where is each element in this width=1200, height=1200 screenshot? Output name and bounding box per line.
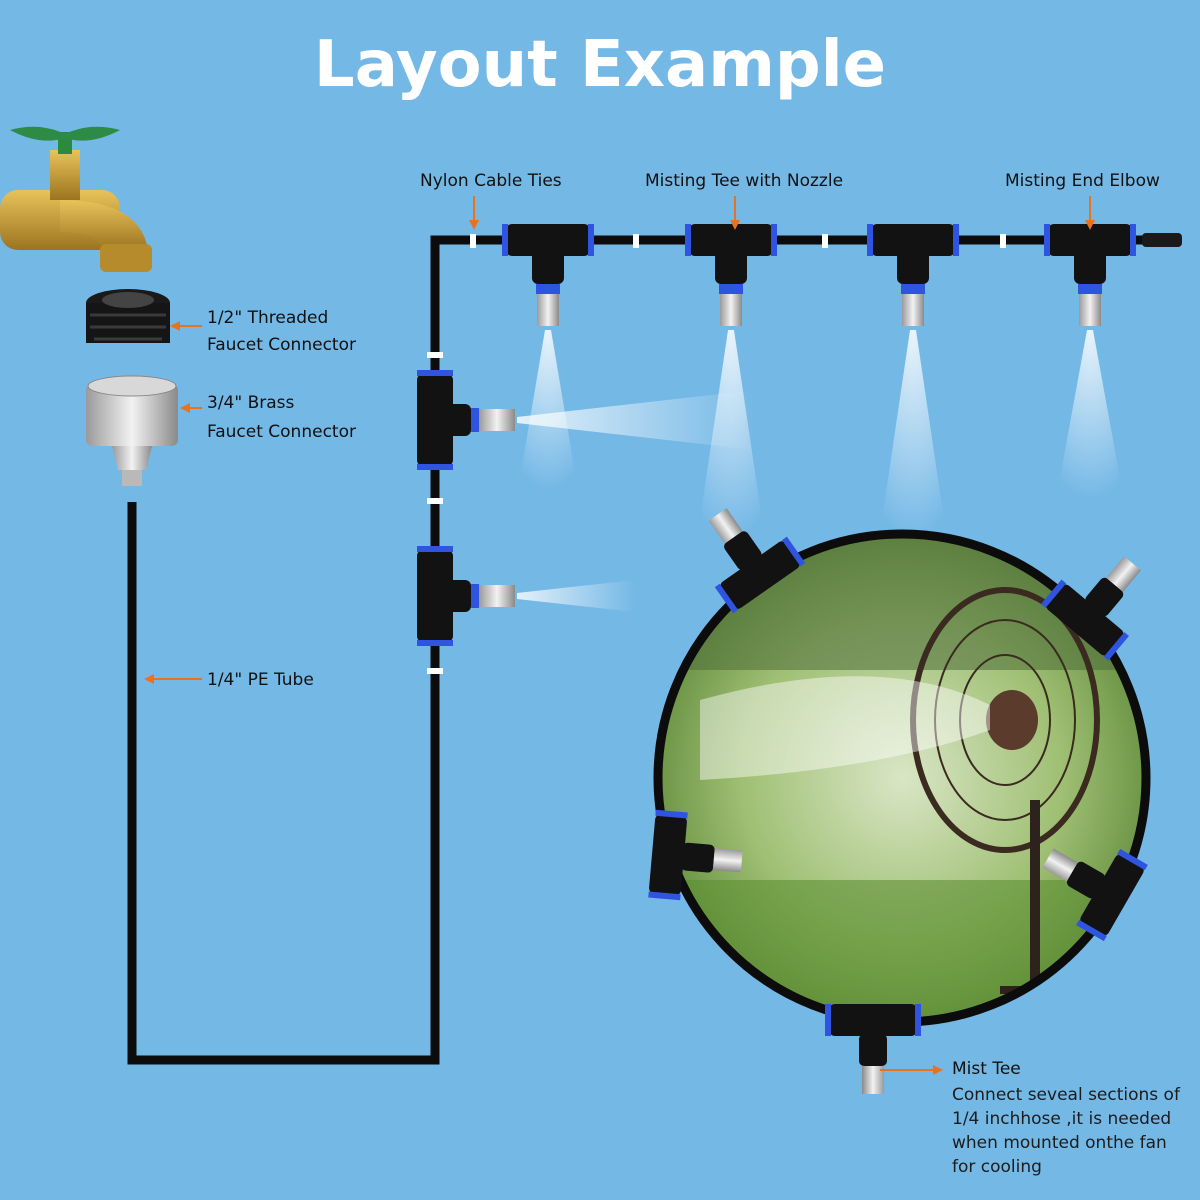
page-title: Layout Example xyxy=(313,28,887,102)
label-mist-tee: Mist Tee Connect seveal sections of 1/4 … xyxy=(952,1056,1180,1179)
threaded-connector-icon xyxy=(86,289,170,343)
label-end-elbow: Misting End Elbow xyxy=(1005,171,1160,191)
pointer-arrows xyxy=(144,196,1095,1075)
top-misting-tees xyxy=(502,224,1182,540)
label-pe-tube: 1/4" PE Tube xyxy=(207,670,314,690)
mist-tee-desc-line2: 1/4 inchhose ,it is needed xyxy=(952,1109,1172,1129)
fan-ring-scene xyxy=(648,508,1151,1094)
mist-tee-desc-line1: Connect seveal sections of xyxy=(952,1085,1180,1105)
faucet-icon xyxy=(0,126,152,272)
label-threaded-connector-line1: 1/2" Threaded xyxy=(207,308,329,328)
label-brass-connector: 3/4" Brass Faucet Connector xyxy=(207,389,356,447)
label-misting-tee: Misting Tee with Nozzle xyxy=(645,171,844,191)
label-brass-connector-line1: 3/4" Brass xyxy=(207,393,295,413)
pe-tube-path xyxy=(127,235,1150,1065)
label-nylon-cable-ties: Nylon Cable Ties xyxy=(420,171,562,191)
mist-tee-title: Mist Tee xyxy=(952,1059,1021,1079)
side-misting-tees xyxy=(417,370,755,646)
label-threaded-connector-line2: Faucet Connector xyxy=(207,335,356,355)
mist-tee-desc-line4: for cooling xyxy=(952,1157,1042,1177)
label-threaded-connector: 1/2" Threaded Faucet Connector xyxy=(207,305,356,359)
brass-connector-icon xyxy=(86,375,178,486)
label-brass-connector-line2: Faucet Connector xyxy=(207,422,356,442)
mist-tee-desc-line3: when mounted onthe fan xyxy=(952,1133,1167,1153)
cable-ties xyxy=(427,234,1006,674)
mist-tee-icon xyxy=(825,1004,921,1094)
